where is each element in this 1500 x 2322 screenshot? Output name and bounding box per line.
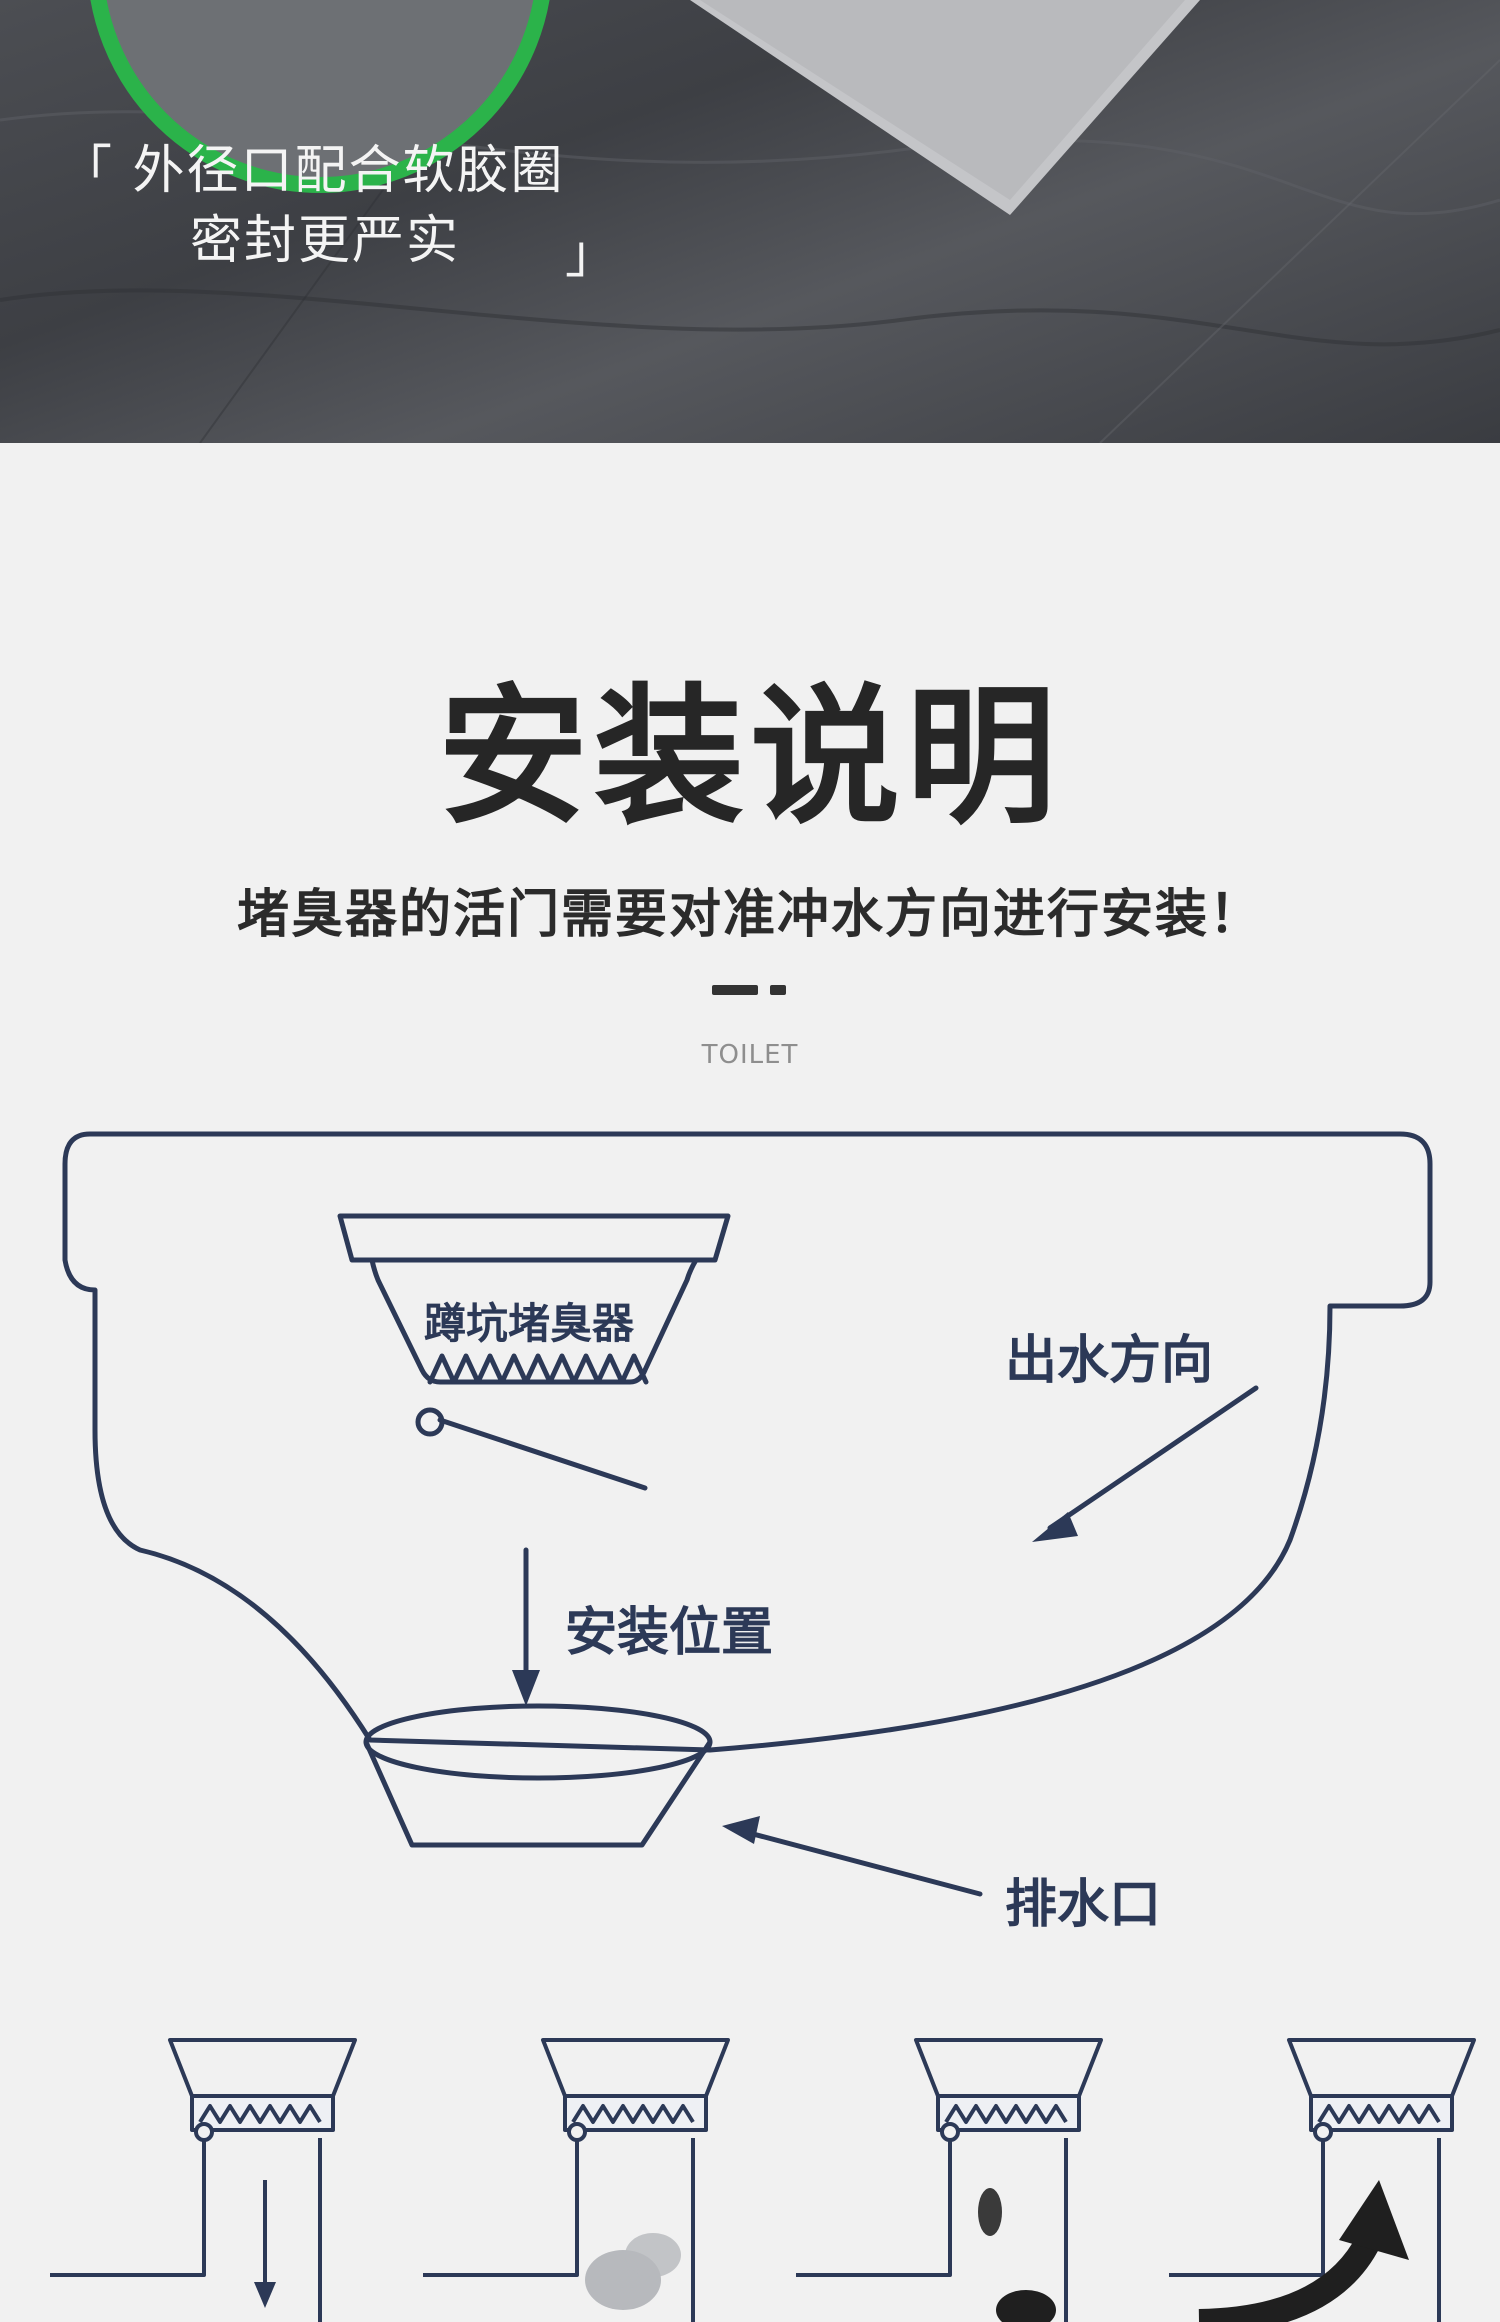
pipe-4 <box>1167 2038 1476 2322</box>
install-arrow-head <box>512 1670 540 1706</box>
install-position-label: 安装位置 <box>565 1603 774 1663</box>
rat-icon <box>996 2290 1056 2322</box>
caption-line1: 「 外径口配合软胶圈 <box>60 141 565 201</box>
water-arrow-head <box>1032 1512 1078 1542</box>
water-direction-label: 出水方向 <box>1005 1331 1214 1391</box>
pipe-illustrations <box>48 2038 1476 2322</box>
section-subtitle: 堵臭器的活门需要对准冲水方向进行安装！ <box>236 885 1263 945</box>
installation-diagram <box>62 1131 1433 1897</box>
stone-texture <box>0 0 1500 443</box>
divider-long <box>712 985 758 995</box>
drain-arrow-head <box>722 1816 760 1844</box>
pipe-1 <box>48 2038 357 2322</box>
water-arrow-shaft <box>1047 1385 1259 1531</box>
valve-flap <box>437 1417 648 1491</box>
drain-bowl-body <box>363 1739 713 1848</box>
device-funnel-rim <box>337 1213 731 1263</box>
up-arrow-icon <box>1198 2233 1381 2322</box>
drain-label: 排水口 <box>1005 1875 1162 1935</box>
en-label: TOILET <box>701 1040 799 1070</box>
device-teeth <box>427 1353 649 1385</box>
product-photo-band: 「 外径口配合软胶圈 密封更严实 」 <box>0 0 1500 443</box>
drain-arrow-shaft <box>735 1827 983 1897</box>
toilet-outline <box>62 1131 1433 1753</box>
valve-hinge <box>415 1407 445 1437</box>
pipe-3 <box>794 2038 1103 2322</box>
green-ring <box>90 0 550 193</box>
caption-line2: 密封更严实 <box>190 211 461 271</box>
section-title: 安装说明 <box>437 671 1062 845</box>
pipe-2 <box>421 2038 730 2322</box>
down-arrow-icon <box>254 2282 276 2308</box>
device-label: 蹲坑堵臭器 <box>424 1299 635 1348</box>
cockroach-icon <box>978 2188 1002 2236</box>
caption-close: 」 <box>565 225 620 285</box>
device-body <box>369 1257 699 1385</box>
divider-short <box>770 985 786 995</box>
